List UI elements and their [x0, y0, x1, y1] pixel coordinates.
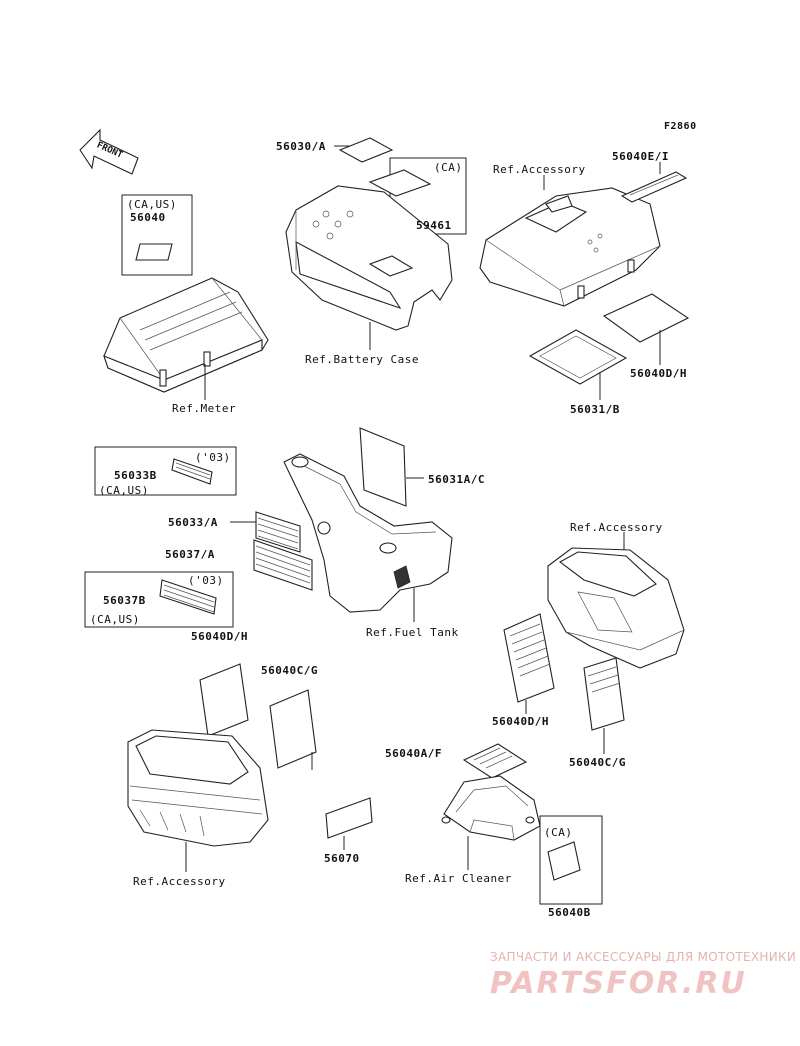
decal-56031b	[528, 329, 628, 385]
label-56040d-left: 56040D/H	[191, 630, 248, 643]
label-ref-meter: Ref.Meter	[172, 402, 237, 415]
decal-56040d-right	[503, 613, 555, 703]
decal-56040c-right	[583, 657, 625, 731]
label-56040b: 56040B	[548, 906, 591, 919]
label-ref-fuel-tank: Ref.Fuel Tank	[366, 626, 459, 639]
label-ref-air-cleaner: Ref.Air Cleaner	[405, 872, 512, 885]
label-56040e: 56040E/I	[612, 150, 669, 163]
label-56070: 56070	[324, 852, 360, 865]
label-ref-accessory-top: Ref.Accessory	[493, 163, 586, 176]
label-56033b-note: ('03)	[195, 451, 231, 464]
decal-59461	[368, 169, 432, 197]
label-56040b-note: (CA)	[544, 826, 573, 839]
decal-56040b	[547, 841, 581, 881]
decal-56040c-left	[269, 689, 317, 769]
label-56037b: 56037B	[103, 594, 146, 607]
watermark-tagline: ЗАПЧАСТИ И АКСЕССУАРЫ ДЛЯ МОТОТЕХНИКИ	[490, 950, 797, 964]
meter-cover	[103, 277, 269, 393]
label-ref-accessory-right: Ref.Accessory	[570, 521, 663, 534]
accessory-top	[479, 187, 661, 307]
accessory-bottom	[127, 729, 269, 847]
label-56040d-top: 56040D/H	[630, 367, 687, 380]
decal-56033a	[255, 511, 301, 553]
decal-56030a	[338, 137, 394, 163]
label-56030a: 56030/A	[276, 140, 326, 153]
decal-56040d-left	[199, 663, 249, 737]
label-56033a: 56033/A	[168, 516, 218, 529]
front-arrow-icon: FRONT	[79, 128, 139, 175]
label-59461: 59461	[416, 219, 452, 232]
decal-56040	[135, 243, 173, 261]
decal-56040d-top	[602, 293, 690, 343]
figure-code: F2860	[664, 121, 697, 132]
label-56031ac: 56031A/C	[428, 473, 485, 486]
decal-56037a	[253, 539, 313, 591]
decal-56031ac	[359, 427, 407, 507]
label-56031b: 56031/B	[570, 403, 620, 416]
label-56040d-right: 56040D/H	[492, 715, 549, 728]
watermark-logo: PARTSFOR.RU	[490, 966, 747, 1001]
label-56037b-region: (CA,US)	[90, 613, 140, 626]
box-56033b	[94, 446, 237, 496]
box-56040b	[539, 815, 603, 905]
accessory-right	[547, 547, 685, 669]
label-56040: 56040	[130, 211, 166, 224]
label-ref-battery-case: Ref.Battery Case	[305, 353, 419, 366]
label-56033b: 56033B	[114, 469, 157, 482]
label-59461-note: (CA)	[434, 161, 463, 174]
decal-56070	[325, 797, 373, 839]
battery-case	[285, 185, 453, 331]
label-56033b-region: (CA,US)	[99, 484, 149, 497]
label-56037a: 56037/A	[165, 548, 215, 561]
label-56040c-right: 56040C/G	[569, 756, 626, 769]
decal-56040a	[462, 743, 528, 779]
label-56040c-left: 56040C/G	[261, 664, 318, 677]
box-56037b	[84, 571, 234, 628]
decal-56040e	[620, 171, 688, 203]
fuel-tank	[283, 453, 453, 613]
air-cleaner	[441, 775, 541, 841]
label-56040-note: (CA,US)	[127, 198, 177, 211]
label-56037b-note: ('03)	[188, 574, 224, 587]
label-56040a: 56040A/F	[385, 747, 442, 760]
label-ref-accessory-bottom: Ref.Accessory	[133, 875, 226, 888]
box-56040	[121, 194, 193, 276]
